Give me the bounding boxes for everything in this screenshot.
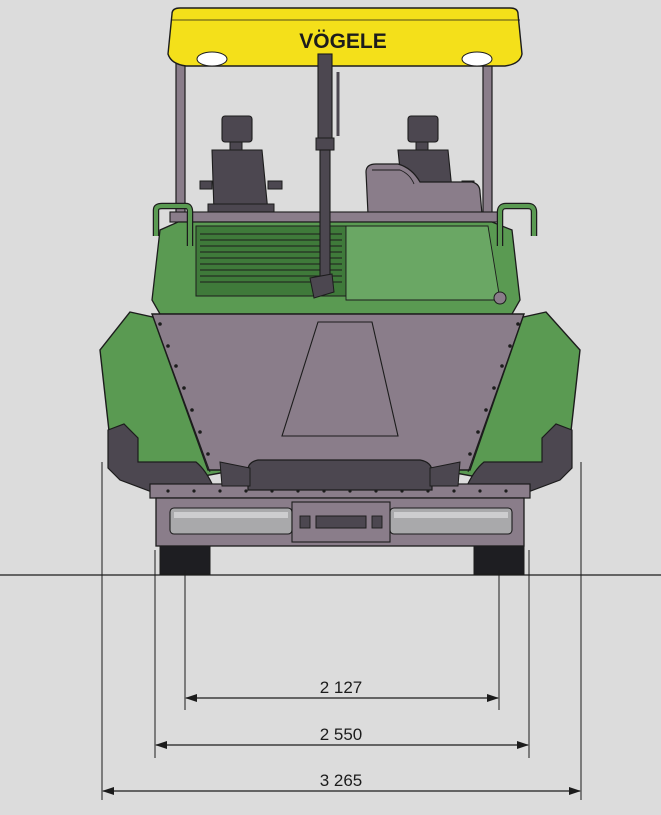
hopper-trapezoid: [281, 321, 399, 437]
canopy-light-left: [196, 51, 228, 67]
chassis: [155, 497, 525, 547]
exhaust-pipe: [309, 53, 340, 299]
hopper-center: [151, 313, 525, 471]
body-top-rim: [169, 211, 501, 223]
push-beam: [107, 423, 573, 499]
roof-canopy: VÖGELE: [167, 7, 523, 223]
dimension-label-outer-track: 2 550: [320, 725, 363, 744]
operator-seat-left: [199, 115, 283, 215]
dimension-lines: [101, 462, 582, 800]
grab-handle-right: [496, 202, 538, 246]
center-bumper: [247, 459, 433, 491]
canopy-light-right: [461, 51, 493, 67]
control-console: [365, 163, 483, 215]
dimension-label-overall-width: 3 265: [320, 771, 363, 790]
machine-body: [151, 211, 521, 315]
push-roller-left: [169, 507, 293, 535]
roof-post-right: [482, 61, 493, 223]
wheel-right: [473, 545, 525, 575]
grab-handle-left: [152, 202, 194, 246]
dimension-label-inner-track: 2 127: [320, 678, 363, 697]
push-roller-right: [389, 507, 513, 535]
hopper-bolts-left: [158, 322, 210, 456]
brand-logo: VÖGELE: [299, 30, 387, 53]
wheel-left: [159, 545, 211, 575]
body-badge: [493, 291, 507, 305]
roof-post-left: [175, 61, 186, 223]
canopy-body: [167, 7, 523, 67]
hopper-bolts-right: [468, 322, 520, 456]
